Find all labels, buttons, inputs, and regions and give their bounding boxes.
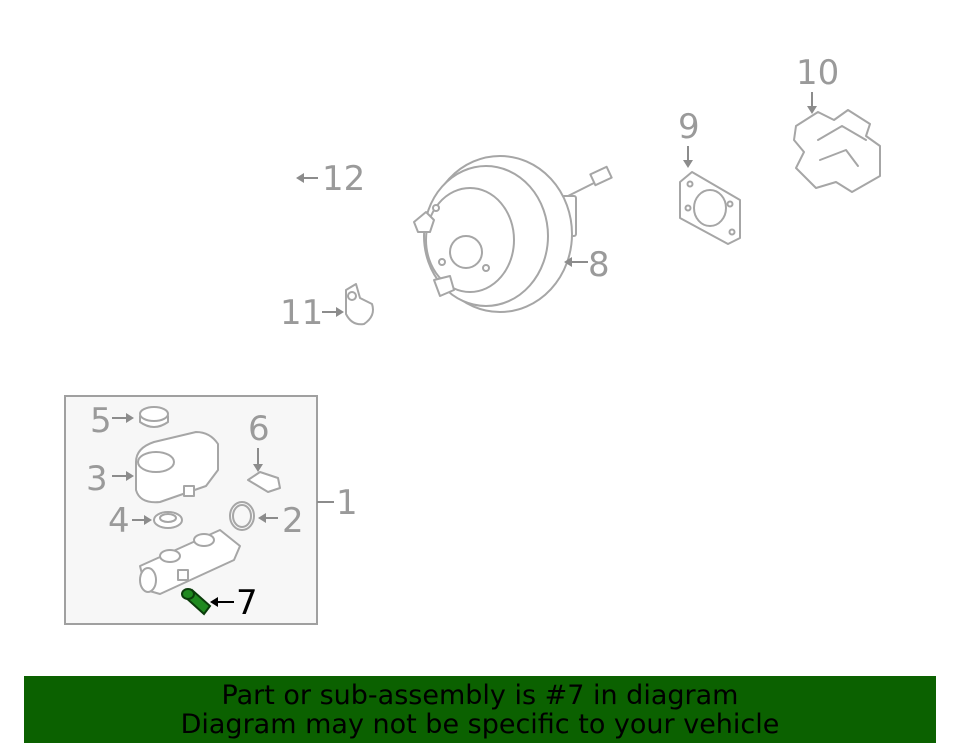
callout-2: 2 — [282, 501, 304, 541]
callout-12: 12 — [322, 159, 365, 199]
reservoir-part — [135, 431, 219, 504]
check-valve-part — [345, 283, 374, 326]
grommet-part — [153, 511, 183, 529]
callout-9: 9 — [678, 107, 700, 147]
banner-line-2: Diagram may not be specific to your vehi… — [180, 708, 780, 740]
vacuum-hose-part — [192, 91, 339, 262]
banner-line-1: Part or sub-assembly is #7 in diagram — [221, 679, 739, 711]
gasket-part — [679, 171, 741, 245]
callout-8-arrow — [564, 257, 588, 267]
callout-4-arrow — [132, 515, 152, 525]
callout-4: 4 — [108, 501, 130, 541]
callout-3: 3 — [86, 459, 108, 499]
callout-10-arrow — [807, 92, 817, 114]
brake-booster-part — [413, 155, 613, 313]
callout-12-arrow — [296, 173, 318, 183]
callout-6-arrow — [253, 448, 263, 472]
subassembly-box — [64, 395, 318, 625]
callout-9-arrow — [683, 146, 693, 168]
highlighted-part-7 — [181, 588, 212, 616]
callout-2-arrow — [258, 513, 278, 523]
bracket-part — [247, 471, 281, 493]
callout-10: 10 — [796, 53, 839, 93]
callout-1: 1 — [336, 483, 358, 523]
o-ring-part — [229, 501, 255, 531]
info-banner: Part or sub-assembly is #7 in diagram Di… — [24, 676, 936, 743]
reservoir-cap-part — [139, 406, 169, 428]
callout-7-arrow — [210, 597, 234, 607]
callout-3-arrow — [112, 471, 134, 481]
callout-5-arrow — [112, 413, 134, 423]
callout-6: 6 — [248, 409, 270, 449]
master-cylinder-part — [139, 529, 241, 595]
callout-7: 7 — [236, 583, 258, 623]
callout-5: 5 — [90, 401, 112, 441]
callout-11-arrow — [322, 307, 344, 317]
insulator-part — [793, 109, 881, 193]
callout-11: 11 — [280, 293, 323, 333]
callout-8: 8 — [588, 245, 610, 285]
